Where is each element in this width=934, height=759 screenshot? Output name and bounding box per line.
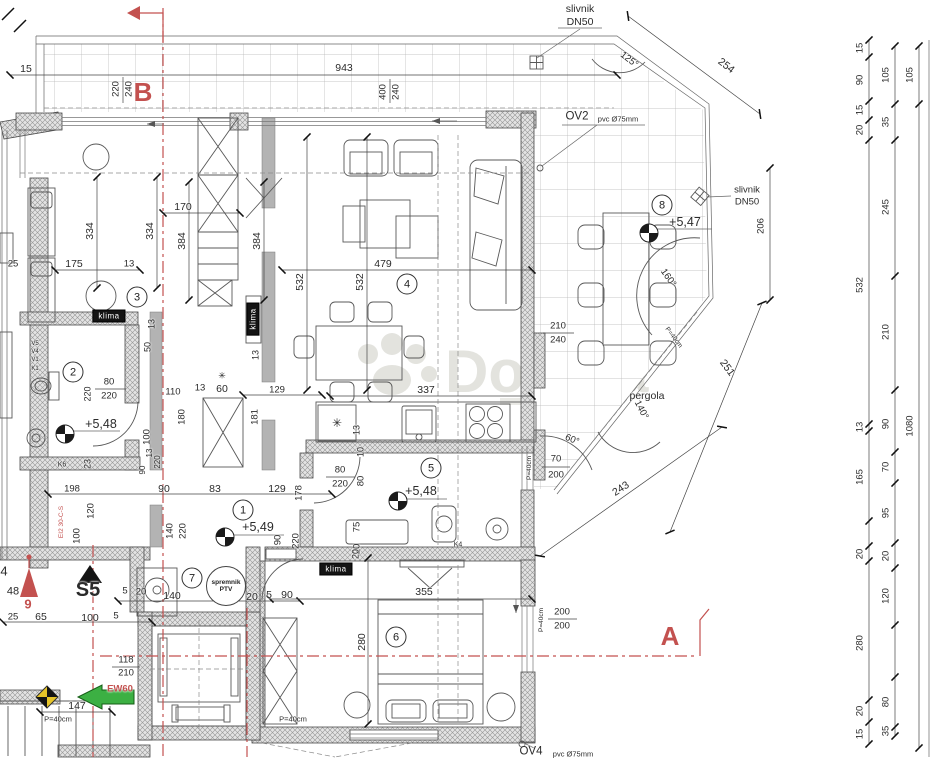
- s5-triangle: [78, 565, 102, 583]
- symbols: [35, 40, 930, 757]
- hazard-marker: [35, 685, 59, 709]
- reference-lines: [20, 135, 530, 735]
- exit-arrow: [76, 684, 135, 710]
- windows: [19, 117, 534, 739]
- red-section-lines: [20, 6, 710, 757]
- red-triangle-marker: [20, 568, 38, 597]
- walls: [0, 110, 546, 758]
- dimension-layer: [0, 10, 924, 753]
- terrace-tiles: [35, 35, 714, 495]
- furniture: [0, 7, 710, 758]
